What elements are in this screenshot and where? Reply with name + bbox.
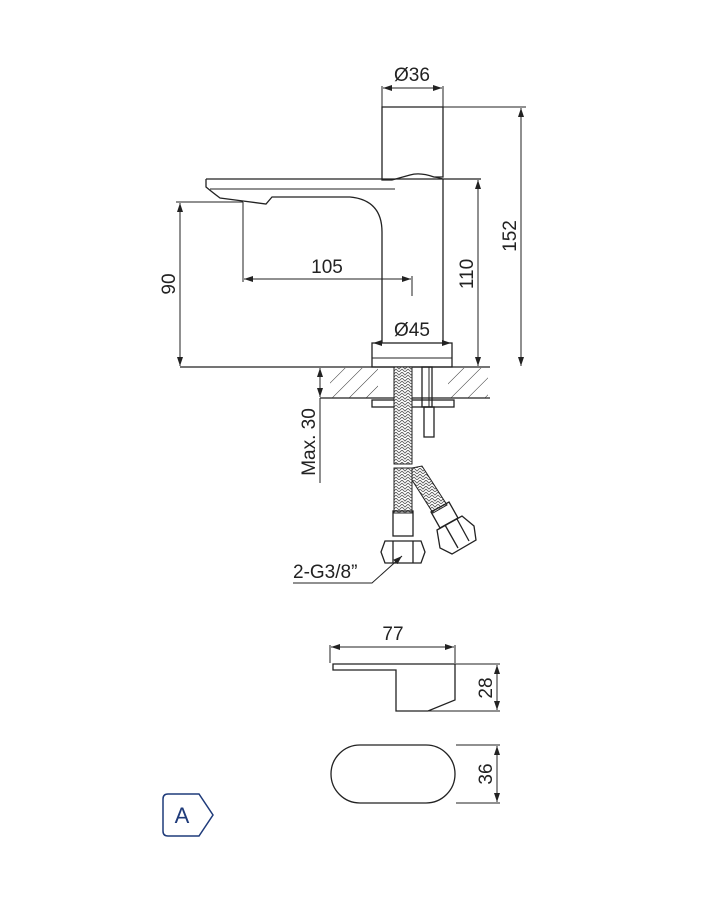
dim-handle-height: 28	[476, 677, 497, 698]
dim-total-height: 152	[500, 220, 521, 252]
dim-base-diameter: Ø45	[394, 320, 430, 341]
hose	[411, 465, 448, 514]
nut	[380, 540, 426, 564]
handle	[381, 106, 444, 181]
handle-side-detail	[329, 644, 500, 712]
energy-class-badge: A	[162, 793, 214, 837]
dim-handle-diameter: Ø36	[394, 65, 430, 86]
nut	[436, 515, 477, 555]
dim-outlet-height: 90	[159, 273, 180, 294]
counter-hatch-left	[330, 368, 378, 398]
base	[371, 342, 453, 368]
handle-top-detail	[330, 744, 500, 804]
dim-connection: 2-G3/8”	[293, 562, 357, 583]
dimension-lines	[176, 85, 526, 584]
dim-spout-reach: 105	[311, 257, 343, 278]
mounting-plate	[371, 399, 455, 408]
spout	[205, 178, 481, 343]
threaded-rod	[421, 366, 433, 408]
dim-handle-width: 36	[476, 763, 497, 784]
counter-hatch-right	[448, 368, 488, 398]
dim-max-counter: Max. 30	[299, 408, 320, 476]
badge-label: A	[175, 803, 190, 828]
dim-spout-height: 110	[457, 259, 478, 289]
dim-handle-length: 77	[382, 624, 403, 645]
faucet-side-view	[180, 106, 490, 564]
hose	[393, 366, 413, 465]
